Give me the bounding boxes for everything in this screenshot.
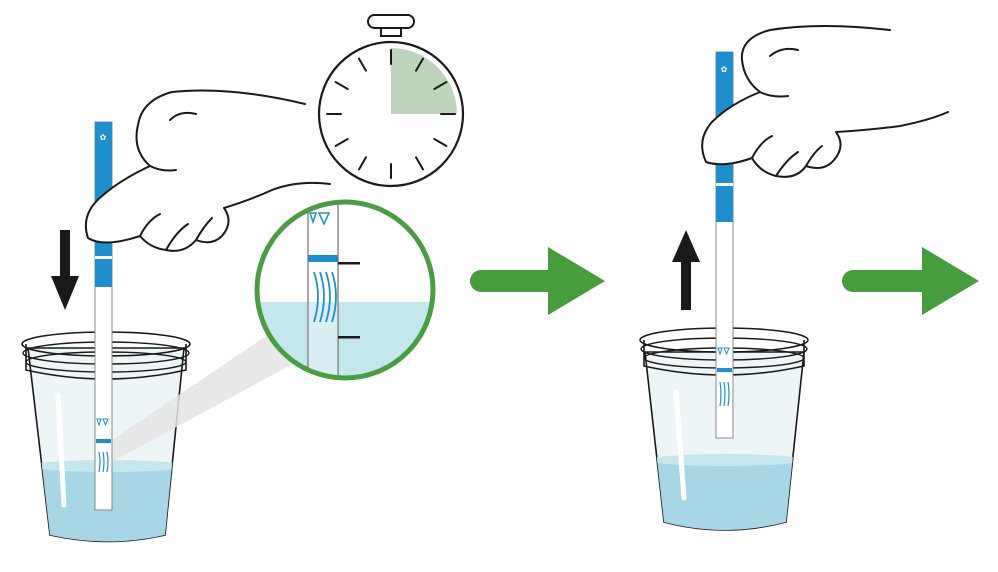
- arrow-right-icon: [842, 247, 979, 315]
- arrow-right-icon: [470, 247, 605, 315]
- timer-tick: [358, 57, 367, 72]
- svg-text:✿: ✿: [100, 133, 107, 142]
- zoom-cone: [112, 330, 300, 462]
- hand-icon: [84, 89, 331, 252]
- timer-tick: [433, 138, 448, 147]
- step-withdraw: ✿: [639, 25, 949, 531]
- timer-tick: [433, 81, 448, 90]
- timer-elapsed-wedge: [391, 48, 457, 114]
- hand-icon: [701, 25, 949, 178]
- test-strip-icon: ✿: [94, 121, 113, 511]
- timer-tick: [334, 138, 349, 147]
- svg-text:✿: ✿: [721, 65, 728, 74]
- arrow-up-icon: [672, 230, 700, 310]
- arrow-down-icon: [51, 230, 79, 310]
- timer-tick: [358, 156, 367, 171]
- step-dip: ✿: [21, 14, 465, 543]
- timer-tick: [415, 156, 424, 171]
- timer-tick: [334, 81, 349, 90]
- stopwatch-icon: [317, 14, 465, 188]
- timer-tick: [415, 57, 424, 72]
